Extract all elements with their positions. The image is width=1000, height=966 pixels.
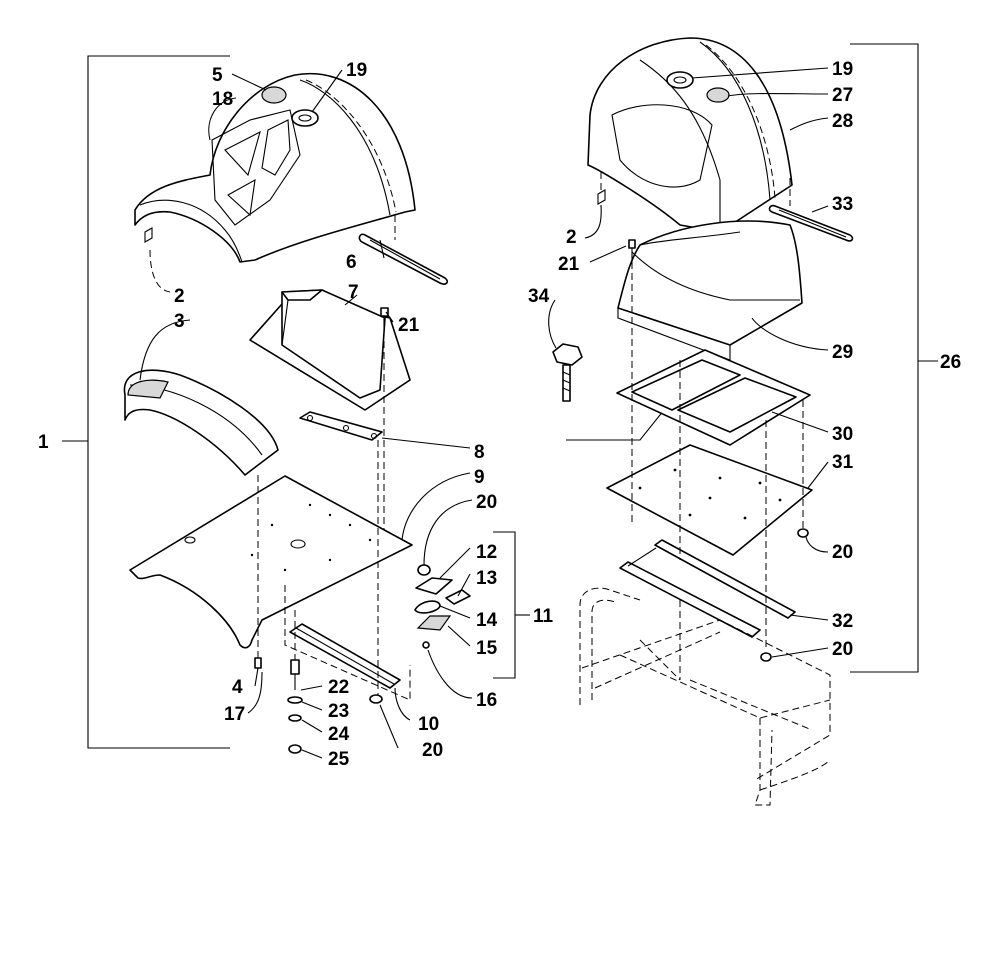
label-21-right: 21 xyxy=(558,254,580,275)
hardware-stack xyxy=(254,657,383,754)
part-2-left xyxy=(144,227,153,243)
seat-cover-part xyxy=(134,72,416,263)
label-34: 34 xyxy=(528,286,550,307)
label-12: 12 xyxy=(476,542,497,563)
emblem-part-5 xyxy=(261,86,287,104)
base-plate-part-9 xyxy=(129,475,413,649)
label-27: 27 xyxy=(832,85,853,106)
rail-part-32 xyxy=(619,539,796,638)
box-part-7 xyxy=(249,289,411,411)
label-17: 17 xyxy=(224,704,245,725)
vehicle-frame xyxy=(579,587,831,806)
label-20-left: 20 xyxy=(422,740,443,761)
strap-part-6 xyxy=(358,233,448,285)
washer-part-24 xyxy=(288,714,302,722)
label-32: 32 xyxy=(832,611,853,632)
plate-part-31 xyxy=(606,444,813,556)
latch-part-12 xyxy=(415,577,453,595)
label-25: 25 xyxy=(328,749,350,770)
label-10: 10 xyxy=(418,714,439,735)
right-assembly: 2 19 27 28 33 21 34 29 26 30 31 20 32 20 xyxy=(528,37,961,806)
knob-bolt-part-34 xyxy=(552,343,583,402)
label-9: 9 xyxy=(474,467,485,488)
bolt-part-21-left xyxy=(380,307,389,330)
label-16: 16 xyxy=(476,690,497,711)
strap-part-19-right xyxy=(666,71,694,89)
label-20-right-b: 20 xyxy=(832,639,853,660)
label-15: 15 xyxy=(476,638,498,659)
left-assembly: 1 2 3 4 5 6 7 8 9 10 11 12 13 14 15 16 1… xyxy=(38,55,554,770)
bolt-part-17 xyxy=(290,659,300,675)
latch-part-15 xyxy=(416,615,452,631)
strap-part-19-left xyxy=(291,109,319,127)
frame-part-30 xyxy=(616,349,811,446)
label-7: 7 xyxy=(348,282,359,303)
foam-part-29 xyxy=(617,220,803,361)
leaders-left xyxy=(139,69,473,759)
label-33: 33 xyxy=(832,194,853,215)
nut-part-20-left xyxy=(369,694,383,704)
label-3: 3 xyxy=(174,311,185,332)
label-5: 5 xyxy=(212,65,223,86)
washer-part-23 xyxy=(287,696,303,704)
seat-back-part-3 xyxy=(123,369,279,476)
nut-part-20-right-b xyxy=(760,652,772,662)
label-31: 31 xyxy=(832,452,854,473)
latch-kit-part-11 xyxy=(414,531,530,679)
label-28: 28 xyxy=(832,111,853,132)
label-13: 13 xyxy=(476,568,497,589)
label-6: 6 xyxy=(346,252,357,273)
nut-part-20-latch xyxy=(417,564,431,576)
bracket-26 xyxy=(850,43,919,673)
label-19-right: 19 xyxy=(832,59,853,80)
strap-part-33 xyxy=(768,204,854,242)
bracket-part-8 xyxy=(299,411,383,441)
emblem-part-27 xyxy=(706,87,730,103)
screw-part-21-right xyxy=(628,239,636,262)
label-26: 26 xyxy=(940,352,961,373)
leaders-right xyxy=(548,67,829,658)
label-14: 14 xyxy=(476,610,498,631)
label-20-right-a: 20 xyxy=(832,542,853,563)
label-23: 23 xyxy=(328,701,349,722)
label-22: 22 xyxy=(328,677,349,698)
label-24: 24 xyxy=(328,724,350,745)
label-11: 11 xyxy=(533,606,554,627)
label-19-left: 19 xyxy=(346,60,367,81)
nut-part-20-right-a xyxy=(797,528,809,538)
label-1: 1 xyxy=(38,432,49,453)
latch-part-13 xyxy=(445,589,471,605)
label-20-latch: 20 xyxy=(476,492,497,513)
label-18: 18 xyxy=(212,89,233,110)
label-8: 8 xyxy=(474,442,485,463)
screw-part-4 xyxy=(254,657,262,669)
part-2-right xyxy=(597,189,606,205)
label-4: 4 xyxy=(232,677,243,698)
spring-part-14 xyxy=(414,600,441,614)
pin-part-16 xyxy=(422,641,430,649)
label-21-left: 21 xyxy=(398,315,420,336)
bracket-1 xyxy=(87,55,230,749)
label-2-right: 2 xyxy=(566,227,577,248)
label-29: 29 xyxy=(832,342,853,363)
label-2-left: 2 xyxy=(174,286,185,307)
seat-cover-part-28 xyxy=(587,37,793,233)
label-30: 30 xyxy=(832,424,853,445)
nut-part-25 xyxy=(288,744,302,754)
